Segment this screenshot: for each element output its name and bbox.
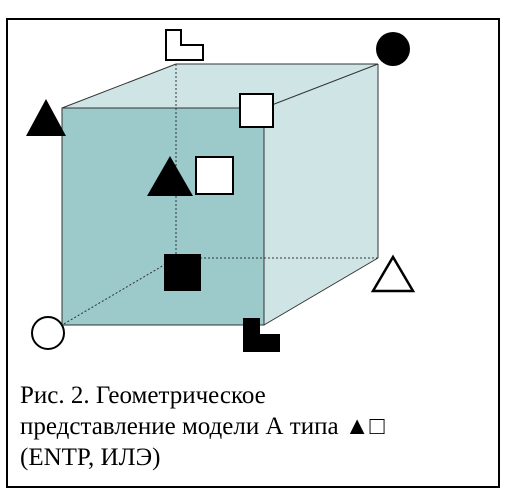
triangle-outline-right-icon [370,254,416,293]
cube-hidden-edges [61,64,378,326]
square-outline-center-icon [195,156,234,195]
circle-filled-top-right-icon [376,32,410,66]
triangle-filled-left-icon [26,99,66,136]
l-shape-filled-bottom-icon [243,318,280,352]
figure-caption: Рис. 2. Геометрическое представление мод… [20,380,490,473]
cube-back-area [62,64,378,325]
caption-line-1: Рис. 2. Геометрическое [20,382,266,409]
cube-visible-edges [61,63,379,326]
square-filled-center-icon [164,254,201,291]
circle-outline-bottom-left-icon [31,316,65,350]
square-outline-back-top-icon [239,93,274,128]
triangle-filled-center-icon [147,156,193,196]
caption-line-3: (ENTP, ИЛЭ) [20,444,161,471]
l-shape-outline-top-icon [165,29,204,61]
cube-front-face [62,108,264,325]
caption-line-2: представление модели А типа ▲□ [20,413,385,440]
